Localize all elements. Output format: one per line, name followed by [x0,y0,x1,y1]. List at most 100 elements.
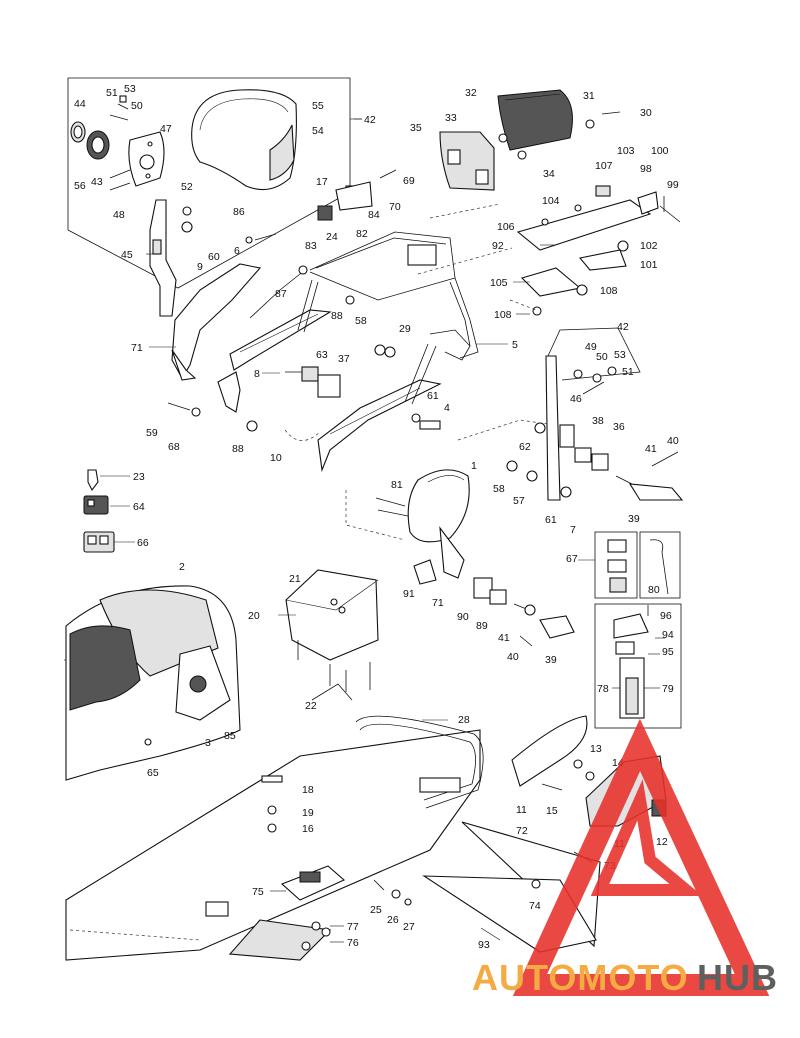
callout: 92 [492,240,504,252]
callout: 12 [656,836,668,848]
step-pad-and-fasteners [280,865,412,951]
leader-lines [64,118,665,943]
callout: 30 [640,107,652,119]
callout: 104 [542,195,560,207]
callout: 2 [179,561,185,573]
watermark-brand-part1: AUTOMOTO [472,957,689,998]
callout: 58 [355,315,367,327]
callout: 29 [399,323,411,335]
callout: 62 [519,441,531,453]
callout: 9 [197,261,203,273]
callout: 95 [662,646,674,658]
callout: 38 [592,415,604,427]
seat-and-cowl [65,585,241,781]
callout: 79 [662,683,674,695]
callout: 18 [302,784,314,796]
callout: 100 [651,145,669,157]
callout: 14 [612,757,624,769]
callout: 44 [74,98,86,110]
callout: 61 [545,514,557,526]
callout: 51 [622,366,634,378]
callout: 24 [326,231,338,243]
callout: 6 [234,245,240,257]
callout: 19 [302,807,314,819]
callout: 48 [113,209,125,221]
callout: 53 [124,83,136,95]
callout: 75 [252,886,264,898]
callout: 107 [595,160,613,172]
inset-boxes [594,531,682,729]
callout: 87 [275,288,287,300]
callout: 58 [493,483,505,495]
callout: 74 [529,900,541,912]
callout: 16 [302,823,314,835]
watermark-triangle-inner [590,779,703,896]
callout: 17 [316,176,328,188]
callout: 22 [305,700,317,712]
callout: 41 [498,632,510,644]
callout: 93 [478,939,490,951]
callout: 83 [305,240,317,252]
callout: 3 [205,737,211,749]
callout: 89 [476,620,488,632]
callout: 71 [131,342,143,354]
mount-hub-parts [70,95,165,191]
callout: 56 [74,180,86,192]
callout: 55 [312,100,324,112]
callout: 35 [410,122,422,134]
callout: 77 [347,921,359,933]
callout: 69 [403,175,415,187]
callout: 90 [457,611,469,623]
callout: 32 [465,87,477,99]
storage-box [285,569,379,701]
callout: 21 [289,573,301,585]
callout: 91 [403,588,415,600]
luggage-rack-frame [167,231,479,473]
callout: 63 [316,349,328,361]
callout: 108 [600,285,618,297]
callout: 8 [254,368,260,380]
lower-mount-parts [473,577,575,647]
callout: 4 [444,402,450,414]
callout: 34 [543,168,555,180]
callout: 82 [356,228,368,240]
callout: 67 [566,553,578,565]
callout: 94 [662,629,674,641]
callout: 60 [208,251,220,263]
callout: 50 [596,351,608,363]
callout: 57 [513,495,525,507]
callout: 1 [471,460,477,472]
callout: 103 [617,145,635,157]
callout: 13 [590,743,602,755]
callout: 64 [133,501,145,513]
callout: 39 [628,513,640,525]
callout: 70 [389,201,401,213]
watermark-brand-part2: HUB [697,957,778,998]
callout: 49 [585,341,597,353]
callout: 80 [648,584,660,596]
callout: 106 [497,221,515,233]
side-bracket-left [149,199,193,317]
callout: 61 [427,390,439,402]
callout: 42 [617,321,629,333]
callout: 102 [640,240,658,252]
callout: 45 [121,249,133,261]
callout: 42 [364,114,376,126]
callout: 65 [147,767,159,779]
callout: 76 [347,937,359,949]
callout: 40 [667,435,679,447]
callout: 25 [370,904,382,916]
callout: 54 [312,125,324,137]
watermark-triangle-icon [512,718,770,996]
callout: 86 [233,206,245,218]
callout: 50 [131,100,143,112]
callout: 78 [597,683,609,695]
callout: 10 [270,452,282,464]
callout: 99 [667,179,679,191]
callout: 108 [494,309,512,321]
callout: 84 [368,209,380,221]
callout: 26 [387,914,399,926]
callout: 53 [614,349,626,361]
callout: 88 [232,443,244,455]
